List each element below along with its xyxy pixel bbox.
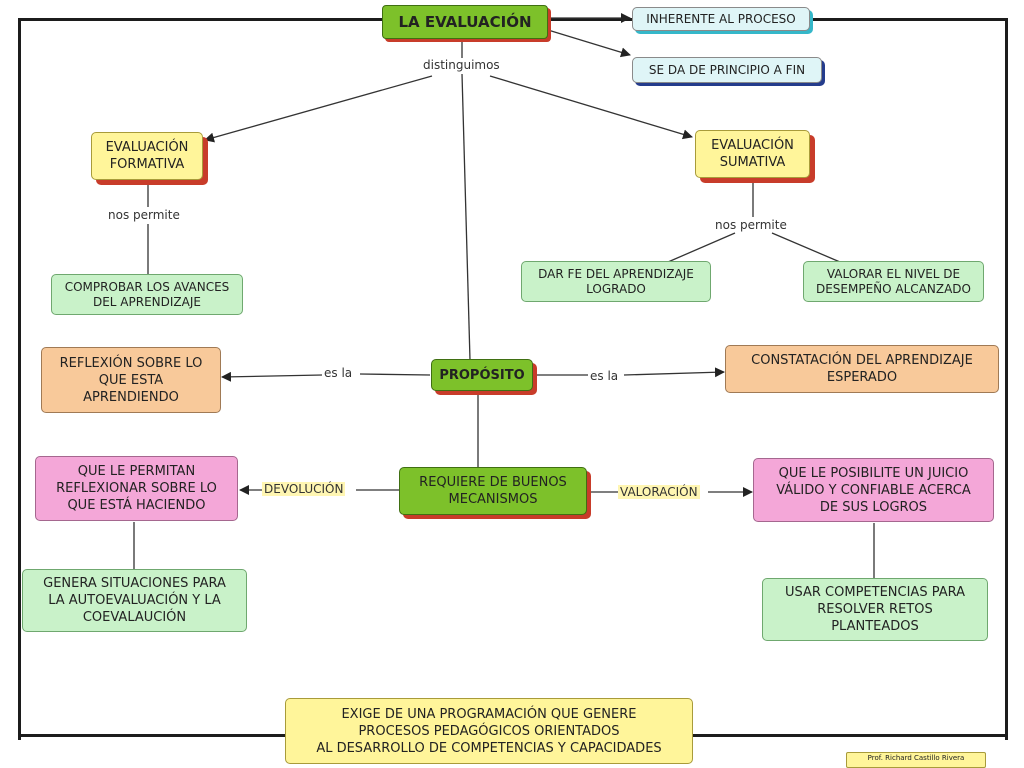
author-credit: Prof. Richard Castillo Rivera — [846, 752, 986, 768]
link-label-distinguimos: distinguimos — [421, 58, 502, 72]
node-posibilite-juicio[interactable]: QUE LE POSIBILITE UN JUICIO VÁLIDO Y CON… — [753, 458, 994, 522]
line-to-valorar — [771, 232, 841, 263]
link-label-devolucion: DEVOLUCIÓN — [262, 482, 346, 496]
node-dar-fe[interactable]: DAR FE DEL APRENDIZAJE LOGRADO — [521, 261, 711, 302]
link-label-es-la-left: es la — [322, 366, 355, 380]
link-label-nos-permite-formativa: nos permite — [106, 208, 182, 222]
node-usar-competencias[interactable]: USAR COMPETENCIAS PARA RESOLVER RETOS PL… — [762, 578, 988, 641]
node-principio-a-fin[interactable]: SE DA DE PRINCIPIO A FIN — [632, 57, 822, 83]
arrow-to-reflexion — [221, 371, 323, 382]
node-evaluacion-formativa[interactable]: EVALUACIÓN FORMATIVA — [91, 132, 203, 180]
node-reflexion[interactable]: REFLEXIÓN SOBRE LO QUE ESTA APRENDIENDO — [41, 347, 221, 413]
node-proposito[interactable]: PROPÓSITO — [431, 359, 533, 391]
link-label-nos-permite-sumativa: nos permite — [713, 218, 789, 232]
line-to-proposito — [461, 73, 471, 361]
node-comprobar-avances[interactable]: COMPROBAR LOS AVANCES DEL APRENDIZAJE — [51, 274, 243, 315]
arrow-to-sumativa — [489, 75, 693, 140]
node-inherente-al-proceso[interactable]: INHERENTE AL PROCESO — [632, 7, 810, 31]
node-constatacion[interactable]: CONSTATACIÓN DEL APRENDIZAJE ESPERADO — [725, 345, 999, 393]
node-permitan-reflexionar[interactable]: QUE LE PERMITAN REFLEXIONAR SOBRE LO QUE… — [35, 456, 238, 521]
line-to-dar-fe — [667, 232, 736, 263]
node-exige-programacion[interactable]: EXIGE DE UNA PROGRAMACIÓN QUE GENERE PRO… — [285, 698, 693, 764]
node-valorar-nivel[interactable]: VALORAR EL NIVEL DE DESEMPEÑO ALCANZADO — [803, 261, 984, 302]
link-label-valoracion: VALORACIÓN — [618, 485, 700, 499]
node-requiere-mecanismos[interactable]: REQUIERE DE BUENOS MECANISMOS — [399, 467, 587, 515]
arrow-to-constatacion — [623, 367, 725, 378]
arrow-to-principio-fin — [547, 29, 631, 58]
link-label-es-la-right: es la — [588, 369, 621, 383]
node-evaluacion-sumativa[interactable]: EVALUACIÓN SUMATIVA — [695, 130, 810, 178]
node-la-evaluacion[interactable]: LA EVALUACIÓN — [382, 5, 548, 39]
node-genera-situaciones[interactable]: GENERA SITUACIONES PARA LA AUTOEVALUACIÓ… — [22, 569, 247, 632]
arrow-to-formativa — [204, 75, 433, 143]
line-proposito-esla-left — [359, 373, 431, 376]
